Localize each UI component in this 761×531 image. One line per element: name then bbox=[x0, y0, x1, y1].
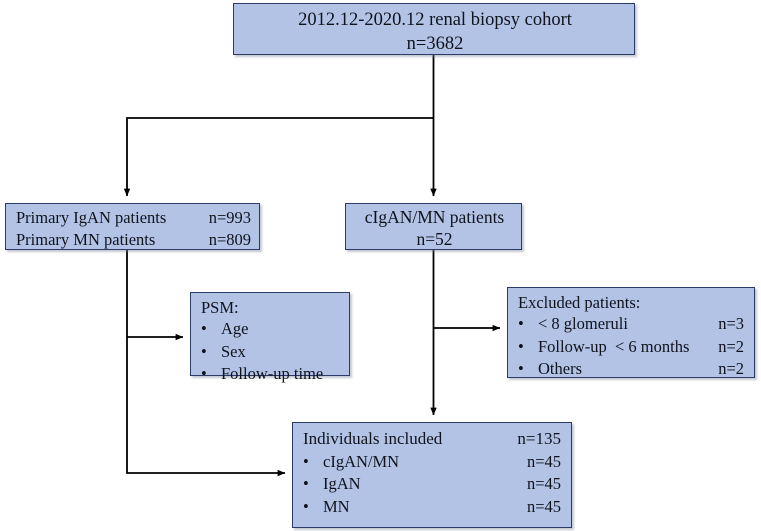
included-bullet-mn-value: n=45 bbox=[526, 496, 561, 516]
cigan-mn-line-1: cIgAN/MN patients bbox=[364, 207, 505, 227]
individuals-included-box: Individuals included n=135 • cIgAN/MN n=… bbox=[292, 422, 572, 528]
bullet-marker-icon: • bbox=[518, 314, 524, 334]
primary-mn-label: Primary MN patients bbox=[16, 229, 156, 249]
bullet-marker-icon: • bbox=[303, 451, 309, 471]
psm-bullet-followup-time-label: Follow-up time bbox=[221, 363, 324, 383]
primary-igan-value: n=993 bbox=[208, 208, 251, 227]
excluded-bullet-glomeruli-value: n=3 bbox=[718, 314, 744, 334]
bullet-marker-icon: • bbox=[303, 496, 309, 516]
psm-box: PSM: • Age • Sex • Follow-up time bbox=[190, 292, 350, 383]
excluded-bullet-followup-label: Follow-up < 6 months bbox=[538, 336, 690, 356]
bullet-marker-icon: • bbox=[518, 336, 524, 356]
primary-row-igan: Primary IgAN patients n=993 bbox=[16, 207, 251, 229]
cohort-line-1: 2012.12-2020.12 renal biopsy cohort bbox=[298, 10, 572, 30]
primary-igan-label: Primary IgAN patients bbox=[16, 208, 167, 227]
excluded-bullet-followup-value: n=2 bbox=[718, 336, 744, 356]
primary-mn-value: n=809 bbox=[208, 229, 251, 249]
cohort-box: 2012.12-2020.12 renal biopsy cohort n=36… bbox=[233, 3, 635, 55]
psm-bullet-age: • Age bbox=[201, 318, 341, 340]
included-bullet-cigan-mn-label: cIgAN/MN bbox=[323, 451, 400, 471]
included-header-label: Individuals included bbox=[303, 429, 443, 448]
psm-header: PSM: bbox=[201, 298, 239, 317]
included-bullet-mn-label: MN bbox=[323, 496, 350, 516]
bullet-marker-icon: • bbox=[201, 341, 207, 361]
bullet-marker-icon: • bbox=[518, 358, 524, 378]
excluded-bullet-glomeruli-label: < 8 glomeruli bbox=[538, 314, 628, 334]
included-bullet-igan-value: n=45 bbox=[526, 474, 561, 494]
primary-row-mn: Primary MN patients n=809 bbox=[16, 229, 251, 251]
cigan-mn-line-2: n=52 bbox=[416, 229, 453, 250]
excluded-bullet-others-value: n=2 bbox=[718, 358, 744, 378]
cohort-line-2: n=3682 bbox=[406, 33, 464, 54]
bullet-marker-icon: • bbox=[303, 474, 309, 494]
psm-bullet-age-label: Age bbox=[221, 319, 249, 339]
primary-patients-box: Primary IgAN patients n=993 Primary MN p… bbox=[5, 203, 260, 250]
bullet-marker-icon: • bbox=[201, 363, 207, 383]
psm-bullet-followup-time: • Follow-up time bbox=[201, 363, 341, 385]
excluded-header: Excluded patients: bbox=[518, 293, 641, 312]
excluded-bullet-followup: • Follow-up < 6 months n=2 bbox=[518, 336, 744, 358]
bullet-marker-icon: • bbox=[201, 319, 207, 339]
edge-cohort-to-primary bbox=[123, 117, 434, 197]
psm-bullet-sex: • Sex bbox=[201, 341, 341, 363]
excluded-bullet-others: • Others n=2 bbox=[518, 358, 744, 380]
included-bullet-mn: • MN n=45 bbox=[303, 496, 561, 518]
included-bullet-igan: • IgAN n=45 bbox=[303, 473, 561, 495]
cigan-mn-patients-box: cIgAN/MN patients n=52 bbox=[345, 203, 522, 250]
included-bullet-igan-label: IgAN bbox=[323, 474, 361, 494]
included-bullet-cigan-mn-value: n=45 bbox=[526, 451, 561, 471]
excluded-patients-box: Excluded patients: • < 8 glomeruli n=3 •… bbox=[507, 287, 755, 378]
psm-bullet-sex-label: Sex bbox=[221, 341, 246, 361]
excluded-bullet-glomeruli: • < 8 glomeruli n=3 bbox=[518, 313, 744, 335]
included-header-value: n=135 bbox=[517, 429, 561, 448]
included-header-row: Individuals included n=135 bbox=[303, 428, 561, 451]
excluded-bullet-others-label: Others bbox=[538, 358, 582, 378]
included-bullet-cigan-mn: • cIgAN/MN n=45 bbox=[303, 451, 561, 473]
